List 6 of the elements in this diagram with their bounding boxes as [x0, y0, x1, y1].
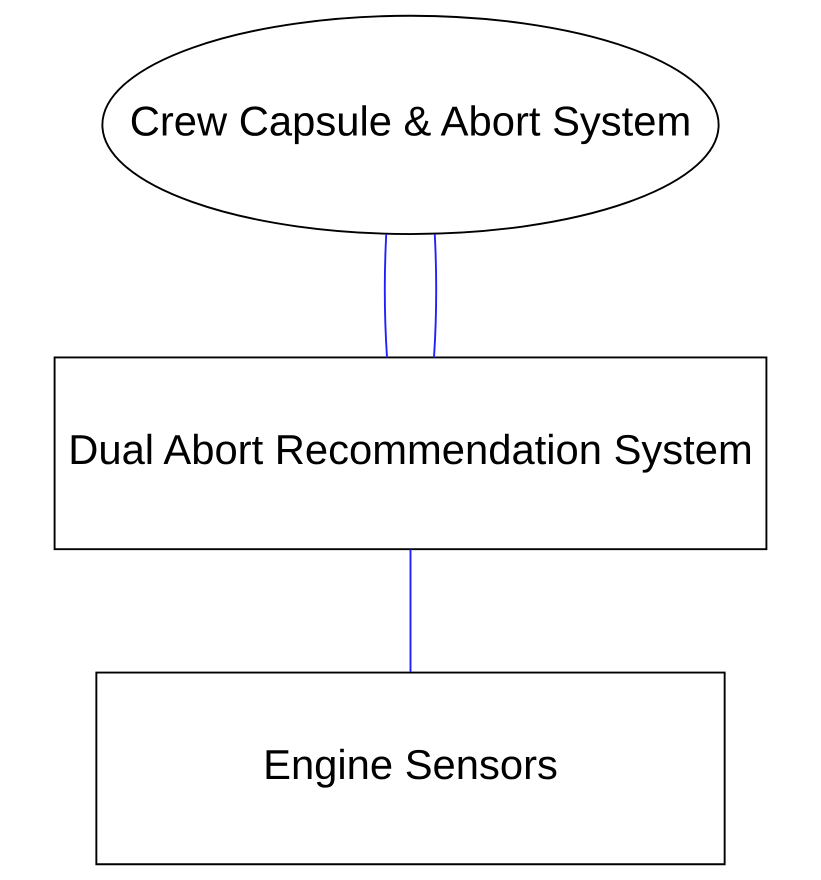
connector	[433, 234, 438, 358]
node-box: Dual Abort Recommendation System	[54, 356, 768, 550]
node-box: Engine Sensors	[95, 672, 726, 866]
connector	[384, 234, 388, 358]
node-ellipse: Crew Capsule & Abort System	[101, 14, 720, 235]
connector	[410, 549, 412, 672]
